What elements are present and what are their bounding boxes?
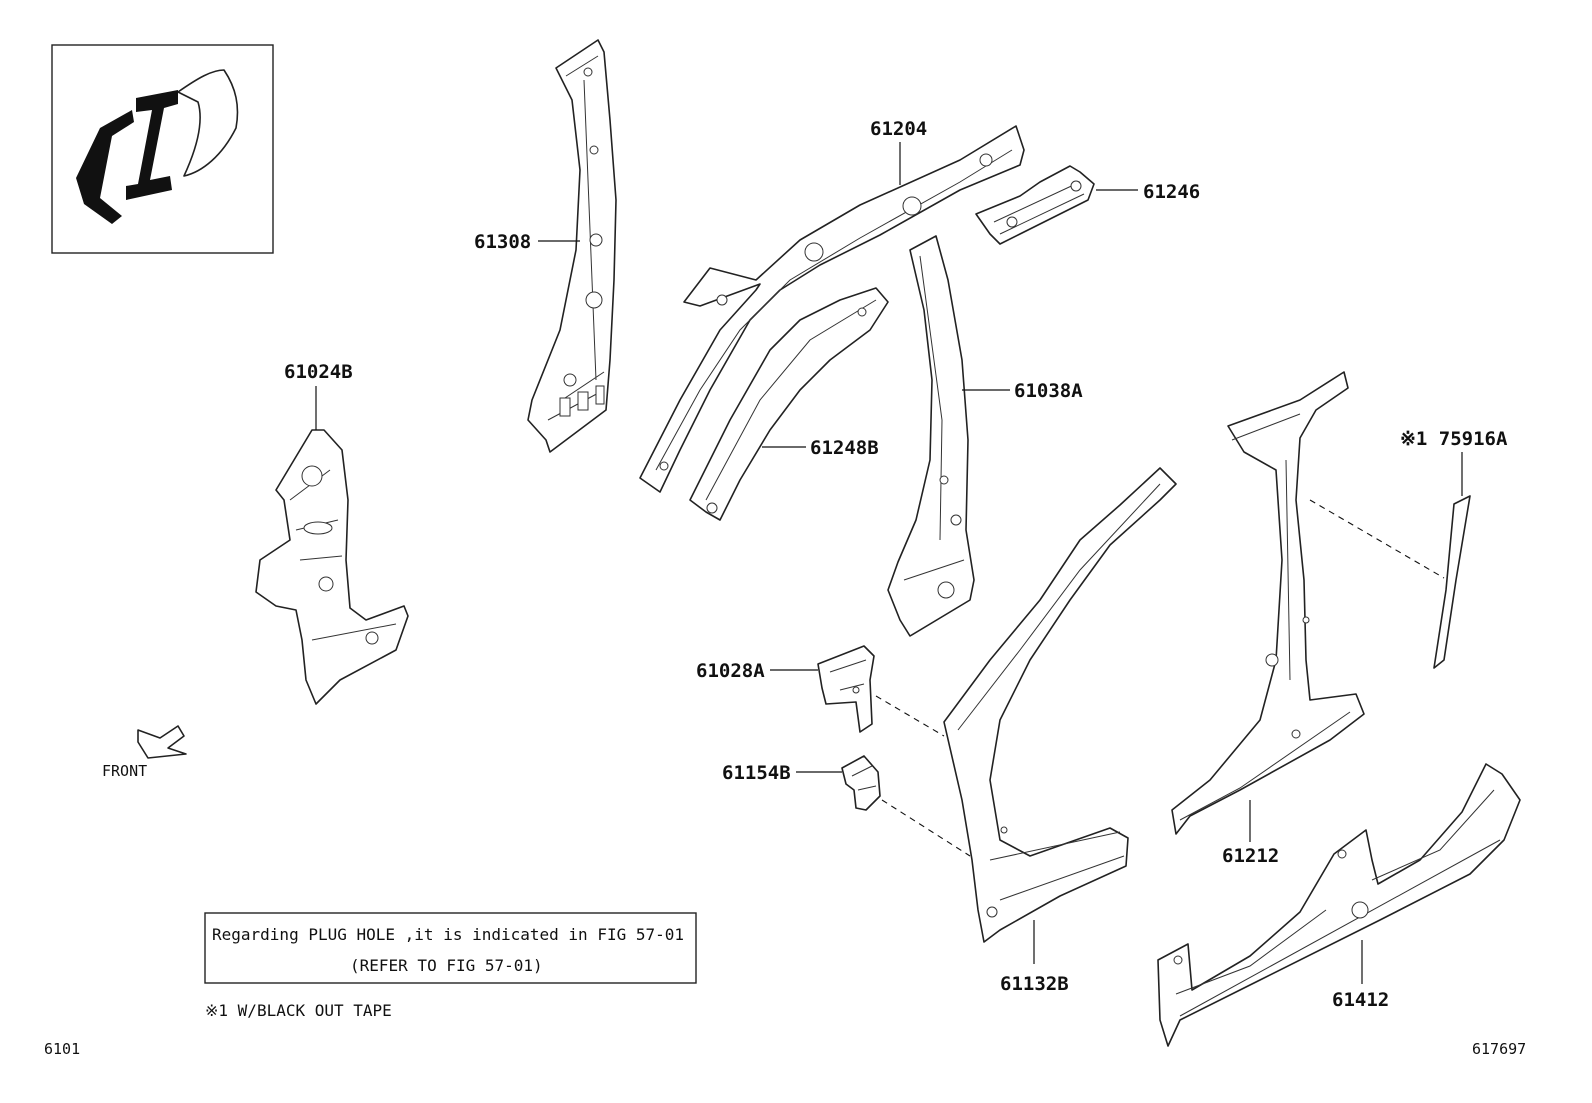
label-61246: 61246 [1143, 181, 1200, 203]
part-61038A-hole [939, 475, 949, 485]
part-61024B-hole [318, 576, 334, 592]
part-61248B [689, 287, 889, 521]
part-61412 [1157, 763, 1521, 1047]
note-box-frame [204, 912, 697, 984]
part-61028A [817, 645, 875, 733]
part-61154B-detail [851, 765, 877, 791]
locator-body-outline [177, 69, 239, 177]
label-61024B: 61024B [284, 361, 353, 383]
part-61038A [887, 235, 975, 637]
label-61132B: 61132B [1000, 973, 1069, 995]
part-61212 [1171, 371, 1365, 835]
locator-front-pillar-mark [76, 110, 134, 224]
label-61308: 61308 [474, 231, 531, 253]
label-61204: 61204 [870, 118, 927, 140]
part-61024B [255, 429, 409, 705]
part-61212-detail [1179, 413, 1351, 821]
dashed-guide-75916A [1309, 499, 1445, 579]
part-61212-hole [1302, 616, 1310, 624]
label-75916A: ※1 75916A [1400, 428, 1508, 450]
part-61212-hole [1291, 729, 1301, 739]
part-61132B-shape [943, 467, 1177, 943]
part-61132B-hole [1000, 826, 1008, 834]
part-75916A-shape [1433, 495, 1471, 669]
part-61204-hole [979, 153, 993, 167]
part-61308-hole [585, 291, 603, 309]
figure-number: 6101 [44, 1040, 80, 1058]
part-61132B-hole [986, 906, 998, 918]
label-61154B: 61154B [722, 762, 791, 784]
label-61212: 61212 [1222, 845, 1279, 867]
part-61204-hole [659, 461, 669, 471]
part-61246-hole [1070, 180, 1082, 192]
part-61038A-hole [937, 581, 955, 599]
part-61308 [527, 39, 617, 453]
part-61038A-hole [950, 514, 962, 526]
part-61412-hole [1351, 901, 1369, 919]
part-61248B-hole [857, 307, 867, 317]
part-61308-slot [595, 385, 605, 405]
part-61308-hole [563, 373, 577, 387]
part-61308-shape [527, 39, 617, 453]
part-61212-hole [1265, 653, 1279, 667]
part-61204-hole [716, 294, 728, 306]
note-box: Regarding PLUG HOLE ,it is indicated in … [204, 912, 697, 984]
part-61308-detail [547, 55, 605, 421]
part-61154B-shape [841, 755, 881, 811]
locator-center-pillar-mark [126, 90, 178, 200]
part-61132B-detail [957, 483, 1161, 901]
part-61154B [841, 755, 881, 811]
part-61412-shape [1157, 763, 1521, 1047]
part-61412-hole [1173, 955, 1183, 965]
part-61212-shape [1171, 371, 1365, 835]
note-line-1: Regarding PLUG HOLE ,it is indicated in … [212, 925, 684, 944]
label-61248B: 61248B [810, 437, 879, 459]
part-61246 [975, 165, 1095, 245]
dashed-guide-61154B [881, 799, 971, 857]
dashed-guide-61028A [875, 695, 945, 737]
locator-frame [51, 44, 274, 254]
part-61308-slot [559, 397, 571, 417]
front-arrow-icon [137, 725, 187, 759]
part-61024B-slot [303, 521, 333, 535]
part-61024B-hole [301, 465, 323, 487]
part-61204 [639, 125, 1025, 493]
part-61308-slot [577, 391, 589, 411]
part-61248B-detail [705, 299, 877, 501]
note-line-2: (REFER TO FIG 57-01) [350, 956, 543, 975]
part-61038A-detail [903, 255, 965, 581]
part-61132B [943, 467, 1177, 943]
locator-inset [51, 44, 274, 254]
front-arrow [137, 725, 187, 759]
part-61204-detail [655, 149, 1013, 471]
part-61246-shape [975, 165, 1095, 245]
footnote: ※1 W/BLACK OUT TAPE [205, 1001, 392, 1020]
part-75916A [1433, 495, 1471, 669]
part-61246-detail [993, 181, 1085, 235]
part-61204-hole [804, 242, 824, 262]
part-61028A-hole [852, 686, 860, 694]
front-label: FRONT [102, 762, 147, 780]
part-61024B-shape [255, 429, 409, 705]
illustration-number: 617697 [1472, 1040, 1526, 1058]
label-61038A: 61038A [1014, 380, 1083, 402]
part-61308-hole [589, 145, 599, 155]
part-61038A-shape [887, 235, 975, 637]
part-61308-hole [589, 233, 603, 247]
label-61412: 61412 [1332, 989, 1389, 1011]
part-61024B-hole [365, 631, 379, 645]
part-61204-hole [902, 196, 922, 216]
part-61248B-shape [689, 287, 889, 521]
label-61028A: 61028A [696, 660, 765, 682]
part-61248B-hole [706, 502, 718, 514]
part-61412-hole [1337, 849, 1347, 859]
part-61028A-detail [829, 659, 867, 691]
part-61308-hole [583, 67, 593, 77]
part-61246-hole [1006, 216, 1018, 228]
part-61412-detail [1175, 789, 1501, 1017]
